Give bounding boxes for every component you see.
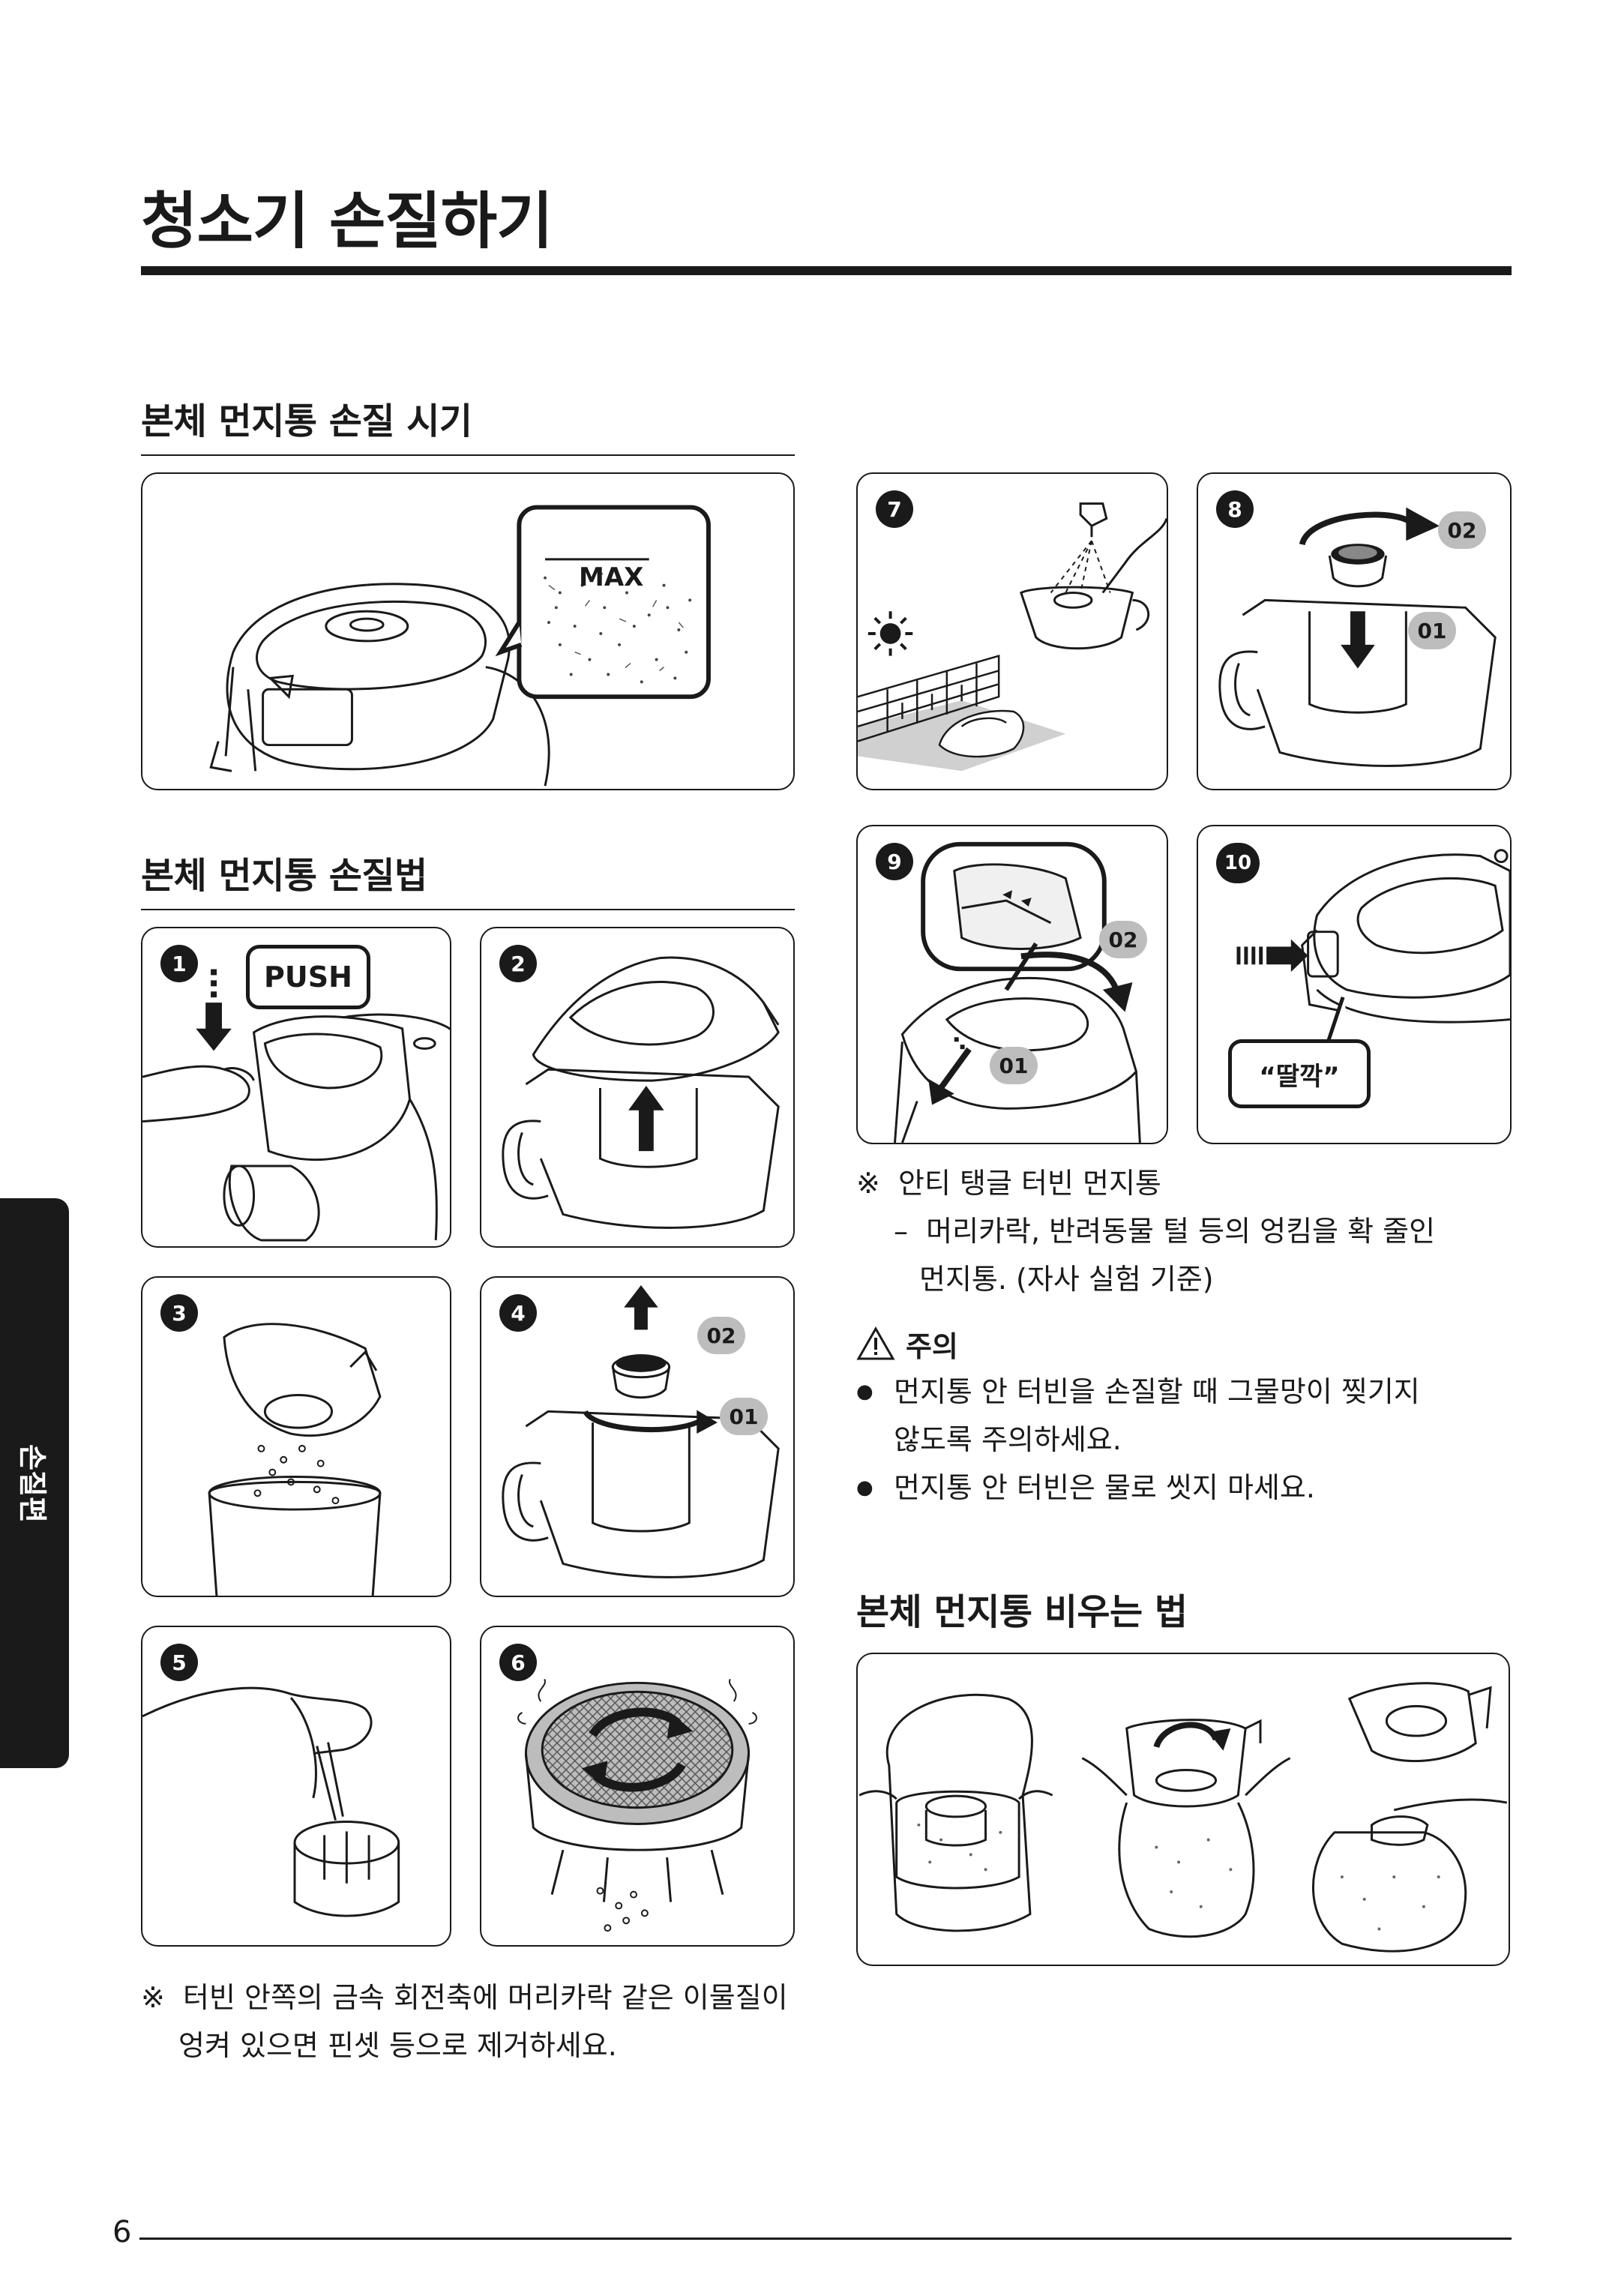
step-number-10: 10 (1216, 843, 1260, 883)
anti-tangle-line2: 먼지통. (자사 실험 기준) (919, 1263, 1214, 1296)
badge-01: 01 (1408, 612, 1456, 649)
caution-title: 주의 (906, 1329, 958, 1363)
section-heading-method: 본체 먼지통 손질법 (141, 855, 427, 897)
caution-item-2-line1: 먼지통 안 터빈은 물로 씻지 마세요. (894, 1471, 1315, 1504)
turbine-note-line2: 엉켜 있으면 핀셋 등으로 제거하세요. (178, 2029, 617, 2062)
note-mark: ※ (141, 1981, 165, 2014)
remove-turbine-illustration (502, 1284, 780, 1578)
dustbin-max-panel: MAX (141, 472, 795, 790)
badge-01: 01 (990, 1047, 1038, 1084)
reinsert-turbine-illustration (1218, 507, 1497, 767)
step-number-5: 5 (160, 1644, 198, 1681)
step-5-panel: 5 (141, 1626, 451, 1947)
click-sound-callout: “딸깍” (1228, 1039, 1371, 1108)
step-number-9: 9 (876, 843, 913, 880)
step-4-panel: 4 02 01 (480, 1276, 795, 1597)
caution-block: 주의 먼지통 안 터빈을 손질할 때 그물망이 찢기지 않도록 주의하세요. 먼… (856, 1320, 1509, 1512)
turbine-note: ※ 터빈 안쪽의 금속 회전축에 머리카락 같은 이물질이 엉켜 있으면 핀셋 … (141, 1974, 788, 2070)
empty-dust-illustration (208, 1323, 382, 1596)
section-heading-timing: 본체 먼지통 손질 시기 (141, 400, 472, 442)
caution-list: 먼지통 안 터빈을 손질할 때 그물망이 찢기지 않도록 주의하세요. 먼지통 … (856, 1368, 1509, 1512)
step-7-panel: 7 (856, 472, 1168, 790)
caution-item-1-line1: 먼지통 안 터빈을 손질할 때 그물망이 찢기지 (894, 1375, 1420, 1408)
vacuum-max-illustration (209, 505, 711, 787)
step-number-8: 8 (1216, 490, 1254, 528)
empty-into-bag-illustration (858, 1682, 1508, 1953)
step-6-panel: 6 (480, 1626, 795, 1947)
badge-02: 02 (1438, 511, 1486, 549)
step-10-panel: 10 “딸깍” (1197, 825, 1512, 1144)
note-mark: ※ (856, 1167, 880, 1200)
step-9-panel: 9 02 01 (856, 825, 1168, 1144)
caution-item-1-line2: 않도록 주의하세요. (894, 1423, 1122, 1456)
step-number-3: 3 (160, 1294, 198, 1332)
step-number-6: 6 (499, 1644, 537, 1681)
turbine-mesh-illustration (517, 1678, 757, 1932)
badge-01: 01 (720, 1398, 768, 1435)
lift-dustbin-lid-illustration (502, 956, 780, 1229)
side-tab: 손질편 (0, 1198, 69, 1768)
step-8-panel: 8 02 01 (1197, 472, 1512, 790)
title-rule (141, 266, 1512, 275)
max-label: MAX (579, 562, 644, 592)
section-rule (141, 909, 795, 910)
close-lid-illustration (894, 841, 1141, 1143)
step-1-panel: 1 PUSH (141, 927, 451, 1248)
step-number-1: 1 (160, 945, 198, 982)
press-push-button-illustration (142, 969, 450, 1242)
step-number-4: 4 (499, 1294, 537, 1332)
anti-tangle-title: 안티 탱글 터빈 먼지통 (898, 1167, 1161, 1200)
section-rule (141, 454, 795, 456)
warning-icon (856, 1326, 895, 1360)
dash-mark: – (894, 1215, 908, 1248)
rinse-and-dry-illustration (858, 502, 1167, 772)
caution-item: 먼지통 안 터빈은 물로 씻지 마세요. (856, 1464, 1509, 1512)
caution-item: 먼지통 안 터빈을 손질할 때 그물망이 찢기지 않도록 주의하세요. (856, 1368, 1509, 1464)
emptying-panel (856, 1653, 1510, 1966)
section-heading-empty: 본체 먼지통 비우는 법 (856, 1591, 1188, 1633)
badge-02: 02 (697, 1317, 745, 1354)
anti-tangle-line1: 머리카락, 반려동물 털 등의 엉킴을 확 줄인 (926, 1215, 1436, 1248)
page-number: 6 (112, 2215, 132, 2250)
anti-tangle-note: ※ 안티 탱글 터빈 먼지통 – 머리카락, 반려동물 털 등의 엉킴을 확 줄… (856, 1159, 1435, 1303)
turbine-note-line1: 터빈 안쪽의 금속 회전축에 머리카락 같은 이물질이 (183, 1981, 788, 2014)
badge-02: 02 (1099, 921, 1147, 958)
side-tab-label: 손질편 (15, 1443, 49, 1523)
insert-dustbin-illustration (1236, 849, 1510, 1044)
tweezers-cleaning-illustration (142, 1686, 400, 1917)
step-3-panel: 3 (141, 1276, 451, 1597)
push-callout: PUSH (246, 945, 370, 1009)
page-title: 청소기 손질하기 (141, 186, 553, 257)
step-2-panel: 2 (480, 927, 795, 1248)
footer-rule (139, 2238, 1512, 2240)
step-number-2: 2 (499, 945, 537, 982)
step-number-7: 7 (876, 490, 913, 528)
